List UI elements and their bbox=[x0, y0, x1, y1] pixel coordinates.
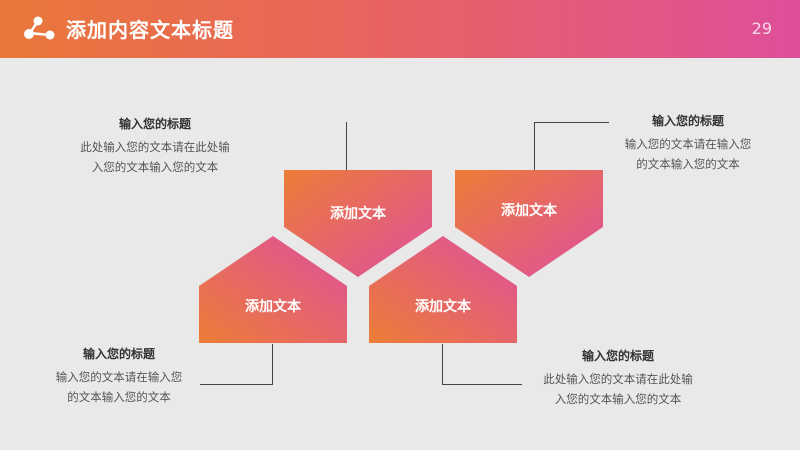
share-nodes-icon bbox=[24, 16, 55, 40]
shape-label-bottom-left: 添加文本 bbox=[245, 299, 301, 315]
connector-bottom-right-vertical bbox=[442, 344, 443, 385]
block-body-line: 的文本输入您的文本 bbox=[636, 157, 740, 171]
page-title: 添加内容文本标题 bbox=[66, 18, 234, 42]
connector-top-right-horizontal bbox=[534, 122, 609, 123]
block-body-line: 输入您的文本请在输入您 bbox=[624, 137, 752, 151]
connector-bottom-right-horizontal bbox=[442, 384, 522, 385]
block-body-line: 此处输入您的文本请在此处输 bbox=[80, 140, 230, 154]
connector-top-left bbox=[346, 122, 347, 170]
block-title: 输入您的标题 bbox=[118, 117, 191, 131]
shape-label-bottom-right: 添加文本 bbox=[415, 299, 471, 315]
connector-top-right-vertical bbox=[534, 122, 535, 170]
block-body-line: 的文本输入您的文本 bbox=[67, 390, 171, 404]
page-number: 29 bbox=[751, 19, 772, 38]
pentagon-shape-top-left bbox=[284, 170, 432, 277]
header-bar: 添加内容文本标题 29 bbox=[0, 0, 800, 58]
pentagon-shape-bottom-right bbox=[369, 236, 517, 343]
block-title: 输入您的标题 bbox=[82, 347, 155, 361]
pentagon-shape-top-right bbox=[455, 170, 603, 277]
block-body-line: 入您的文本输入您的文本 bbox=[554, 392, 682, 406]
block-title: 输入您的标题 bbox=[651, 114, 724, 128]
block-body-line: 输入您的文本请在输入您 bbox=[55, 370, 183, 384]
text-block-top-right: 输入您的标题 输入您的文本请在输入您 的文本输入您的文本 bbox=[598, 112, 778, 174]
block-body-line: 此处输入您的文本请在此处输 bbox=[543, 372, 693, 386]
text-block-bottom-right: 输入您的标题 此处输入您的文本请在此处输 入您的文本输入您的文本 bbox=[518, 347, 718, 409]
connector-bottom-left-vertical bbox=[272, 344, 273, 385]
connector-bottom-left-horizontal bbox=[200, 384, 273, 385]
text-block-top-left: 输入您的标题 此处输入您的文本请在此处输 入您的文本输入您的文本 bbox=[50, 115, 260, 177]
pentagon-shape-bottom-left bbox=[199, 236, 347, 343]
shape-label-top-left: 添加文本 bbox=[330, 206, 386, 222]
shape-label-top-right: 添加文本 bbox=[501, 203, 557, 219]
text-block-bottom-left: 输入您的标题 输入您的文本请在输入您 的文本输入您的文本 bbox=[34, 345, 204, 407]
block-body-line: 入您的文本输入您的文本 bbox=[91, 160, 219, 174]
block-title: 输入您的标题 bbox=[581, 349, 654, 363]
